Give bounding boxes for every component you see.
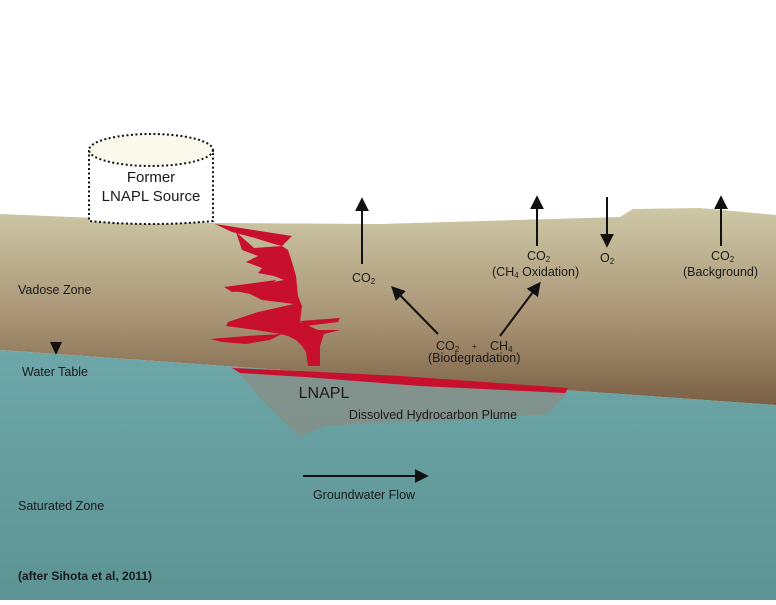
saturated-zone-label: Saturated Zone xyxy=(18,499,104,513)
co2-migration-arrow-icon xyxy=(391,285,439,335)
ch4-migration-arrow-icon xyxy=(499,281,541,337)
co2-ch4-oxidation-label: CO2 xyxy=(527,249,551,264)
lnapl-migration-pathway xyxy=(210,224,340,366)
lnapl-label: LNAPL xyxy=(299,385,350,402)
source-tank-label-line1: Former xyxy=(127,169,175,186)
vadose-zone xyxy=(0,208,776,405)
citation: (after Sihota et al, 2011) xyxy=(18,569,152,583)
former-source-tank xyxy=(88,133,214,225)
vadose-zone-label: Vadose Zone xyxy=(18,283,91,297)
co2-label: CO2 xyxy=(352,271,376,286)
lnapl-pool xyxy=(232,368,568,393)
ch4-label: CH4 xyxy=(490,339,513,354)
co2-biodegradation-label: CO2 xyxy=(436,339,460,354)
o2-label: O2 xyxy=(600,251,615,266)
source-tank-label-line2: LNAPL Source xyxy=(102,188,201,205)
plume-label: Dissolved Hydrocarbon Plume xyxy=(349,408,517,422)
biodegradation-note: (Biodegradation) xyxy=(428,351,520,365)
groundwater-flow-label: Groundwater Flow xyxy=(313,488,416,502)
co2-background-label: CO2 xyxy=(711,249,735,264)
water-table-label: Water Table xyxy=(22,365,88,379)
plus-sign: + xyxy=(472,342,477,351)
ch4-oxidation-note: (CH4 Oxidation) xyxy=(492,265,579,280)
water-table-marker-icon xyxy=(50,342,62,355)
background-note: (Background) xyxy=(683,265,758,279)
